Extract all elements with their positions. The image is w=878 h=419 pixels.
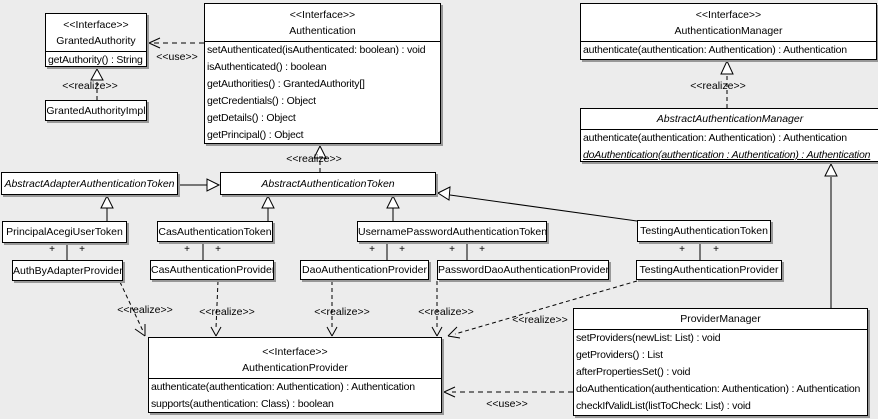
association-plus: + [215, 244, 221, 255]
generalization-providermanager [824, 162, 838, 308]
method-label: isAuthenticated() : boolean [207, 61, 327, 73]
method-label: getDetails() : Object [207, 112, 296, 124]
class-granted-authority-impl[interactable]: GrantedAuthorityImpl [45, 100, 147, 121]
realize-arrow-daoauthenticationprovider [326, 281, 338, 337]
class-cas-authentication-provider[interactable]: CasAuthenticationProvider [150, 260, 274, 280]
association-plus: + [713, 244, 719, 255]
class-username-password-authentication-token[interactable]: UsernamePasswordAuthenticationToken [357, 221, 547, 242]
method-label: getCredentials() : Object [207, 95, 316, 107]
class-name: ProviderManager [680, 313, 761, 325]
generalization-abstractadapter-token [179, 178, 221, 192]
method-label: afterPropertiesSet() : void [576, 366, 691, 378]
realize-arrow-passworddaoprovider [431, 281, 443, 337]
method-label: doAuthentication(authentication: Authent… [576, 383, 861, 395]
realize-label: <<realize>> [512, 314, 568, 326]
method-label: supports(authentication: Class) : boolea… [151, 398, 334, 410]
class-name: UsernamePasswordAuthenticationToken [358, 225, 546, 238]
class-abstract-authentication-token[interactable]: AbstractAuthenticationToken [220, 172, 436, 195]
association-plus: + [184, 244, 190, 255]
realize-arrow-grantedauthorityimpl [90, 67, 104, 100]
stereotype-label: <<Interface>> [63, 19, 129, 31]
method-label: authenticate(authentication: Authenticat… [583, 44, 847, 56]
realize-arrow-testingauthenticationprovider [447, 280, 638, 339]
class-name: Authentication [289, 25, 356, 37]
method-label: authenticate(authentication: Authenticat… [151, 381, 415, 393]
class-abstract-adapter-authentication-token[interactable]: AbstractAdapterAuthenticationToken [1, 172, 178, 195]
class-name: GrantedAuthority [56, 35, 136, 47]
association-plus: + [79, 244, 85, 255]
class-principal-acegi-user-token[interactable]: PrincipalAcegiUserToken [2, 221, 127, 243]
method-label: authenticate(authentication: Authenticat… [583, 132, 847, 144]
association-plus: + [369, 244, 375, 255]
realize-arrow-abstractauthenticationtoken [313, 144, 327, 172]
class-name: AuthenticationProvider [242, 362, 348, 374]
stereotype-label: <<Interface>> [262, 346, 328, 358]
generalization-testingauthenticationtoken [436, 186, 638, 222]
class-password-dao-authentication-provider[interactable]: PasswordDaoAuthenticationProvider [437, 260, 609, 280]
generalization-principalacegiusertoken [100, 194, 114, 221]
class-testing-authentication-provider[interactable]: TestingAuthenticationProvider [636, 260, 782, 280]
class-name: PrincipalAcegiUserToken [6, 226, 123, 238]
class-dao-authentication-provider[interactable]: DaoAuthenticationProvider [300, 260, 429, 280]
realize-label: <<realize>> [117, 304, 173, 316]
method-label: getProviders() : List [576, 349, 663, 361]
class-name: AbstractAdapterAuthenticationToken [4, 177, 175, 190]
stereotype-label: <<Interface>> [289, 9, 356, 21]
realize-label: <<realize>> [199, 306, 255, 318]
class-abstract-authentication-manager[interactable]: AbstractAuthenticationManager authentica… [580, 108, 878, 162]
realize-arrow-casauthenticationprovider [210, 280, 222, 337]
class-name: CasAuthenticationToken [158, 225, 272, 238]
realize-label: <<realize>> [418, 306, 474, 318]
generalization-casauthenticationtoken [261, 194, 275, 221]
method-label: doAuthentication(authentication : Authen… [583, 149, 871, 161]
realize-label: <<realize>> [286, 153, 342, 165]
generalization-usernamepasswordtoken [386, 194, 400, 221]
class-name: DaoAuthenticationProvider [302, 264, 427, 276]
association-plus: + [449, 244, 455, 255]
association-plus: + [399, 244, 405, 255]
class-authentication-provider[interactable]: <<Interface>> AuthenticationProvider aut… [148, 337, 442, 413]
class-name: GrantedAuthorityImpl [46, 104, 146, 117]
association-plus: + [679, 244, 685, 255]
realize-arrow-authbyadapterprovider [119, 281, 146, 337]
use-label: <<use>> [486, 398, 528, 410]
class-name: AbstractAuthenticationToken [261, 177, 395, 190]
method-label: getPrincipal() : Object [207, 129, 304, 141]
class-testing-authentication-token[interactable]: TestingAuthenticationToken [637, 220, 771, 242]
class-name: PasswordDaoAuthenticationProvider [438, 264, 608, 276]
class-name: AuthenticationManager [674, 25, 783, 37]
class-auth-by-adapter-provider[interactable]: AuthByAdapterProvider [12, 260, 123, 281]
association-plus: + [479, 244, 485, 255]
method-label: setProviders(newList: List) : void [576, 332, 721, 344]
association-plus: + [49, 244, 55, 255]
class-authentication-manager[interactable]: <<Interface>> AuthenticationManager auth… [580, 3, 877, 60]
use-label: <<use>> [156, 51, 198, 63]
realize-label: <<realize>> [314, 306, 370, 318]
use-arrow-authentication-grantedauthority [148, 37, 204, 49]
class-name: AuthByAdapterProvider [13, 264, 122, 277]
realize-arrow-abstractauthenticationmanager [720, 59, 734, 108]
method-label: getAuthorities() : GrantedAuthority[] [207, 78, 365, 90]
realize-label: <<realize>> [62, 80, 118, 92]
class-authentication[interactable]: <<Interface>> Authentication setAuthenti… [204, 3, 441, 144]
class-name: TestingAuthenticationToken [640, 225, 768, 237]
class-cas-authentication-token[interactable]: CasAuthenticationToken [157, 221, 273, 242]
method-label: setAuthenticated(isAuthenticated: boolea… [207, 44, 426, 56]
method-label: checkIfValidList(listToCheck: List) : vo… [576, 400, 751, 412]
class-name: AbstractAuthenticationManager [656, 113, 804, 125]
class-name: TestingAuthenticationProvider [639, 264, 779, 276]
use-arrow-providermanager-authenticationprovider [443, 386, 573, 398]
realize-label: <<realize>> [690, 80, 746, 92]
method-label: getAuthority() : String [48, 54, 143, 66]
class-provider-manager[interactable]: ProviderManager setProviders(newList: Li… [573, 308, 868, 416]
class-granted-authority[interactable]: <<Interface>> GrantedAuthority getAuthor… [45, 13, 147, 67]
class-name: CasAuthenticationProvider [151, 264, 273, 276]
stereotype-label: <<Interface>> [695, 9, 762, 21]
